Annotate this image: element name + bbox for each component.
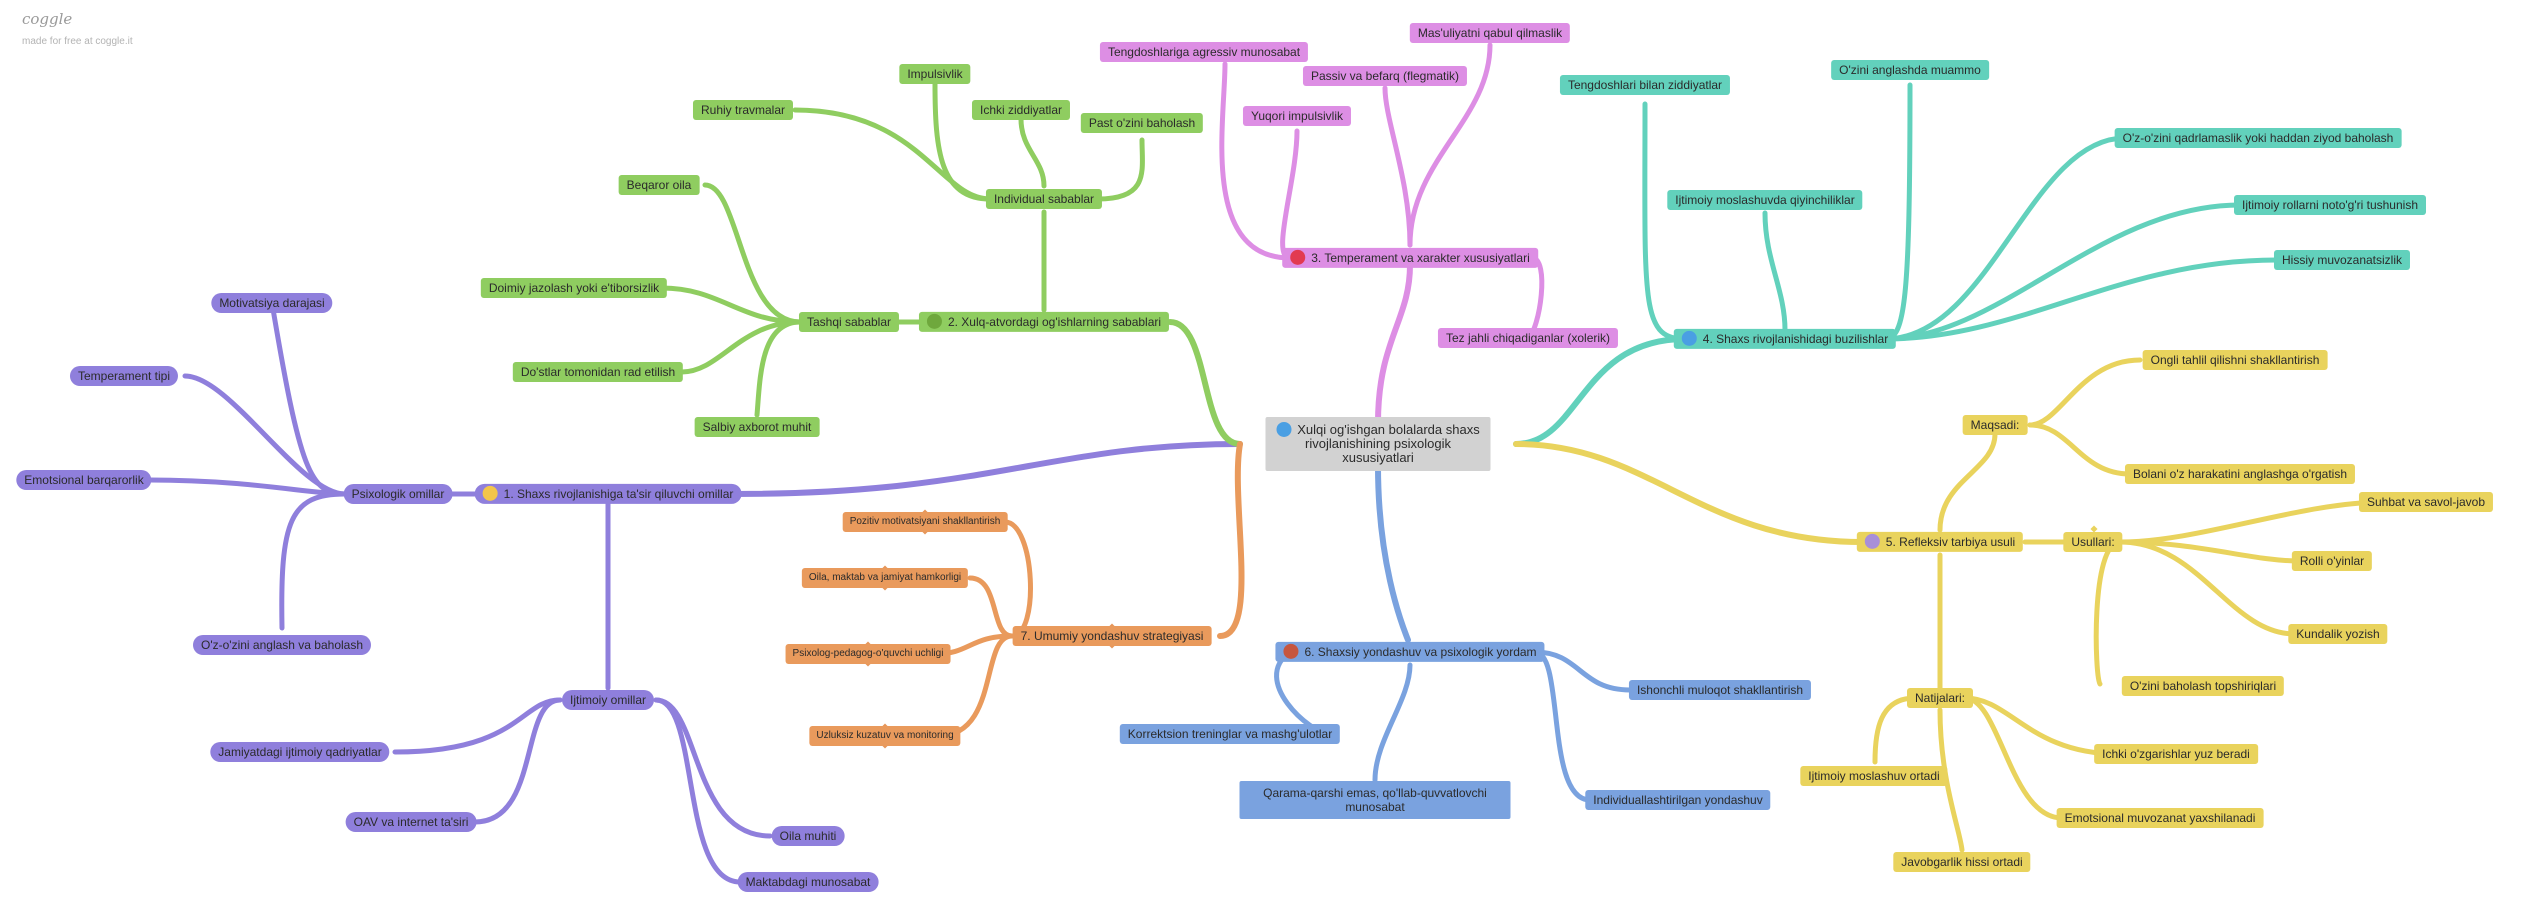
leaf-ichki-ozgarishlar[interactable]: Ichki o'zgarishlar yuz beradi — [2094, 744, 2258, 764]
coggle-logo: coggle — [22, 10, 73, 28]
branch-4[interactable]: 4. Shaxs rivojlanishidagi buzilishlar — [1673, 328, 1897, 350]
leaf-korrektsion-treninglar[interactable]: Korrektsion treninglar va mashg'ulotlar — [1119, 724, 1341, 744]
branch-2[interactable]: 2. Xulq-atvordagi og'ishlarning sabablar… — [918, 311, 1170, 333]
leaf-salbiy-axborot[interactable]: Salbiy axborot muhit — [694, 417, 820, 437]
link-root-b7 — [1217, 441, 1245, 639]
branch-6-dot-icon — [1283, 644, 1299, 660]
leaf-past-ozini-baholash[interactable]: Past o'zini baholash — [1080, 113, 1204, 133]
leaf-ozini-baholash-topshiriq[interactable]: O'zini baholash topshiriqlari — [2121, 676, 2285, 696]
leaf-masuliyat[interactable]: Mas'uliyatni qabul qilmaslik — [1409, 23, 1571, 43]
branch-6-label: 6. Shaxsiy yondashuv va psixologik yorda… — [1304, 644, 1537, 659]
leaf-oila-maktab-jamiyat[interactable]: Oila, maktab va jamiyat hamkorligi — [801, 568, 969, 588]
root-node[interactable]: Xulqi og'ishgan bolalarda shaxs rivojlan… — [1265, 416, 1491, 472]
link-root-b3 — [1375, 262, 1413, 426]
link-root-b1 — [732, 441, 1243, 497]
node-maqsadi[interactable]: Maqsadi: — [1962, 415, 2028, 435]
leaf-individuallashtirilgan[interactable]: Individuallashtirilgan yondashuv — [1585, 790, 1771, 810]
root-dot-icon — [1276, 422, 1292, 438]
leaf-maktabdagi-munosabat[interactable]: Maktabdagi munosabat — [737, 872, 879, 892]
leaf-yuqori-impulsivlik[interactable]: Yuqori impulsivlik — [1242, 106, 1352, 126]
leaf-ishonchli-muloqot[interactable]: Ishonchli muloqot shakllantirish — [1628, 680, 1812, 700]
leaf-bolani-orgatish[interactable]: Bolani o'z harakatini anglashga o'rgatis… — [2124, 464, 2356, 484]
branch-3[interactable]: 3. Temperament va xarakter xususiyatlari — [1282, 247, 1538, 269]
branch-6[interactable]: 6. Shaxsiy yondashuv va psixologik yorda… — [1275, 641, 1545, 663]
leaf-ijtimoiy-qadriyatlar[interactable]: Jamiyatdagi ijtimoiy qadriyatlar — [210, 742, 390, 762]
branch-5[interactable]: 5. Refleksiv tarbiya usuli — [1856, 531, 2024, 553]
leaf-dostlar-rad[interactable]: Do'stlar tomonidan rad etilish — [512, 362, 684, 382]
node-usullari[interactable]: Usullari: — [2063, 532, 2123, 552]
branch-1-dot-icon — [482, 486, 498, 502]
leaf-beqaror-oila[interactable]: Beqaror oila — [618, 175, 700, 195]
link-root-b2 — [1167, 319, 1243, 447]
leaf-passiv-befarq[interactable]: Passiv va befarq (flegmatik) — [1302, 66, 1468, 86]
leaf-oz-ozini-qadrlamaslik[interactable]: O'z-o'zini qadrlamaslik yoki haddan ziyo… — [2114, 128, 2402, 148]
leaf-temperament-tipi[interactable]: Temperament tipi — [69, 366, 179, 386]
branch-2-label: 2. Xulq-atvordagi og'ishlarning sabablar… — [947, 314, 1162, 329]
leaf-tengdoshlari-ziddiyat[interactable]: Tengdoshlari bilan ziddiyatlar — [1559, 75, 1731, 95]
leaf-kundalik-yozish[interactable]: Kundalik yozish — [2288, 624, 2388, 644]
leaf-uzluksiz-kuzatuv[interactable]: Uzluksiz kuzatuv va monitoring — [809, 726, 961, 746]
branch-5-label: 5. Refleksiv tarbiya usuli — [1885, 534, 2016, 549]
leaf-hissiy-muvozanatsizlik[interactable]: Hissiy muvozanatsizlik — [2273, 250, 2411, 270]
leaf-emotsional-barqarorlik[interactable]: Emotsional barqarorlik — [16, 470, 152, 490]
leaf-ongli-tahlil[interactable]: Ongli tahlil qilishni shakllantirish — [2142, 350, 2328, 370]
leaf-emotsional-muvozanat[interactable]: Emotsional muvozanat yaxshilanadi — [2056, 808, 2264, 828]
leaf-motivatsiya[interactable]: Motivatsiya darajasi — [211, 293, 333, 313]
branch-3-dot-icon — [1290, 250, 1306, 266]
branch-1-label: 1. Shaxs rivojlanishiga ta'sir qiluvchi … — [503, 486, 734, 501]
node-individual-sabablar[interactable]: Individual sabablar — [985, 189, 1103, 209]
branch-2-dot-icon — [926, 314, 942, 330]
leaf-oav-internet[interactable]: OAV va internet ta'siri — [345, 812, 477, 832]
node-tashqi-sabablar[interactable]: Tashqi sabablar — [798, 312, 900, 332]
leaf-ruhiy-travmalar[interactable]: Ruhiy travmalar — [692, 100, 794, 120]
leaf-javobgarlik[interactable]: Javobgarlik hissi ortadi — [1893, 852, 2031, 872]
leaf-ijtimoiy-rollar[interactable]: Ijtimoiy rollarni noto'g'ri tushunish — [2234, 195, 2426, 215]
leaf-jazolash[interactable]: Doimiy jazolash yoki e'tiborsizlik — [480, 278, 668, 298]
link-root-b5 — [1513, 441, 1865, 545]
coggle-branding: coggle made for free at coggle.it — [22, 10, 133, 47]
leaf-pozitiv-motivatsiya[interactable]: Pozitiv motivatsiyani shakllantirish — [842, 512, 1008, 532]
node-natijalari[interactable]: Natijalari: — [1906, 688, 1974, 708]
branch-3-label: 3. Temperament va xarakter xususiyatlari — [1311, 250, 1530, 265]
leaf-ichki-ziddiyatlar[interactable]: Ichki ziddiyatlar — [971, 100, 1071, 120]
leaf-ozini-anglash-muammo[interactable]: O'zini anglashda muammo — [1831, 60, 1989, 80]
branch-4-dot-icon — [1681, 331, 1697, 347]
coggle-tagline: made for free at coggle.it — [22, 36, 133, 47]
leaf-tengdoshlariga-agressiv[interactable]: Tengdoshlariga agressiv munosabat — [1099, 42, 1309, 62]
leaf-rolli-oyinlar[interactable]: Rolli o'yinlar — [2291, 551, 2373, 571]
leaf-tez-jahli[interactable]: Tez jahli chiqadiganlar (xolerik) — [1437, 328, 1619, 348]
branch-5-dot-icon — [1864, 534, 1880, 550]
branch-4-label: 4. Shaxs rivojlanishidagi buzilishlar — [1702, 331, 1889, 346]
leaf-suhbat[interactable]: Suhbat va savol-javob — [2358, 492, 2494, 512]
link-root-b6 — [1375, 463, 1411, 643]
node-ijtimoiy-omillar[interactable]: Ijtimoiy omillar — [561, 690, 655, 710]
root-label: Xulqi og'ishgan bolalarda shaxs rivojlan… — [1297, 421, 1480, 466]
leaf-ozini-anglash[interactable]: O'z-o'zini anglash va baholash — [192, 635, 372, 655]
branch-7[interactable]: 7. Umumiy yondashuv strategiyasi — [1012, 626, 1212, 646]
branch-1[interactable]: 1. Shaxs rivojlanishiga ta'sir qiluvchi … — [474, 483, 742, 505]
leaf-oila-muhiti[interactable]: Oila muhiti — [771, 826, 845, 846]
leaf-qollab-quvvatlovchi[interactable]: Qarama-qarshi emas, qo'llab-quvvatlovchi… — [1239, 781, 1511, 819]
node-psixologik-omillar[interactable]: Psixologik omillar — [343, 484, 453, 504]
leaf-moslashuv-qiyinchilik[interactable]: Ijtimoiy moslashuvda qiyinchiliklar — [1667, 190, 1863, 210]
leaf-impulsivlik[interactable]: Impulsivlik — [899, 64, 971, 84]
leaf-psixolog-pedagog[interactable]: Psixolog-pedagog-o'quvchi uchligi — [785, 644, 951, 664]
leaf-moslashuv-ortadi[interactable]: Ijtimoiy moslashuv ortadi — [1800, 766, 1948, 786]
link-root-b4 — [1513, 336, 1688, 447]
